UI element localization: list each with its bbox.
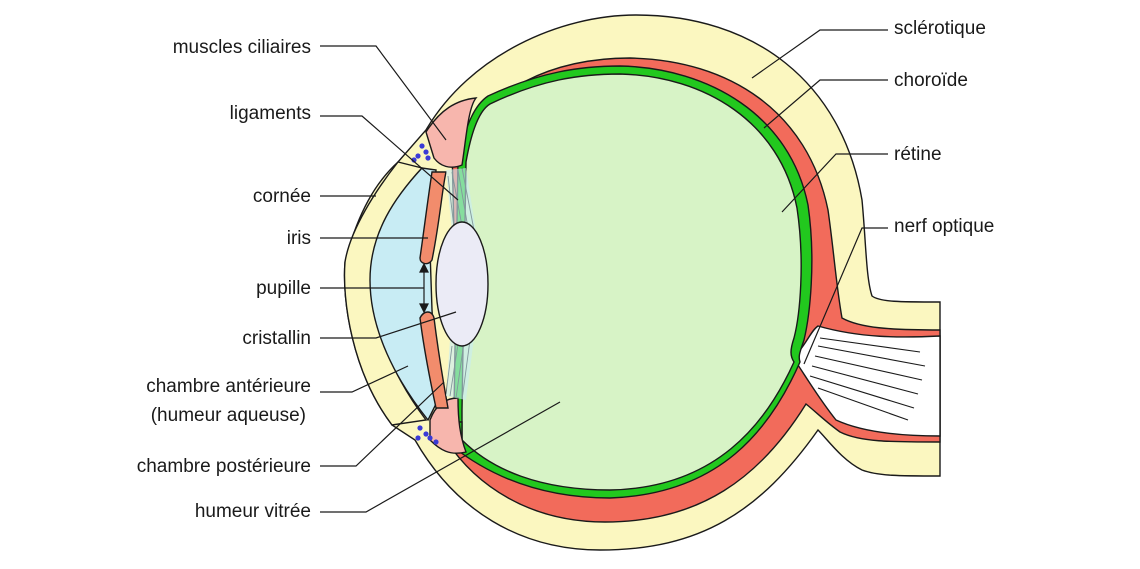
label-ligaments: ligaments [230,103,311,124]
leader-retine [781,153,888,213]
label-nerf-optique: nerf optique [894,216,994,237]
label-cornee: cornée [253,186,311,207]
lens [435,221,489,347]
canal-dots-top [411,143,431,163]
label-chambre-anterieure: chambre antérieure [146,376,311,397]
label-retine: rétine [894,144,942,165]
pupil-arrow [419,262,429,314]
ciliary-muscle-top [425,97,478,168]
vitreous-humour [461,73,802,491]
label-choroide: choroïde [894,70,968,91]
leader-chambre-posterieure [320,381,445,467]
canal-dots-bottom [415,425,439,445]
leader-nerf-optique [803,227,888,365]
label-humeur-aqueuse: (humeur aqueuse) [151,405,306,426]
anterior-chamber [369,167,439,422]
leader-chambre-anterieure [320,365,409,393]
leader-humeur-vitree [320,401,561,513]
zonule-fill-bottom [446,338,474,400]
label-iris: iris [287,228,311,249]
label-humeur-vitree: humeur vitrée [195,501,311,522]
iris-top [419,171,447,265]
leader-lines [320,29,888,513]
label-muscles-ciliaires: muscles ciliaires [173,37,311,58]
leader-muscles-ciliaires [320,45,447,141]
leader-choroide [763,79,888,129]
leader-sclerotique [751,29,888,79]
optic-nerve-fibers [809,337,926,421]
label-cristallin: cristallin [242,328,311,349]
iris-bottom [419,311,449,409]
label-chambre-posterieure: chambre postérieure [137,456,311,477]
zonule-fill-top [446,168,476,232]
leader-ligaments [320,115,459,201]
leader-cristallin [320,311,457,339]
label-pupille: pupille [256,278,311,299]
label-sclerotique: sclérotique [894,18,986,39]
